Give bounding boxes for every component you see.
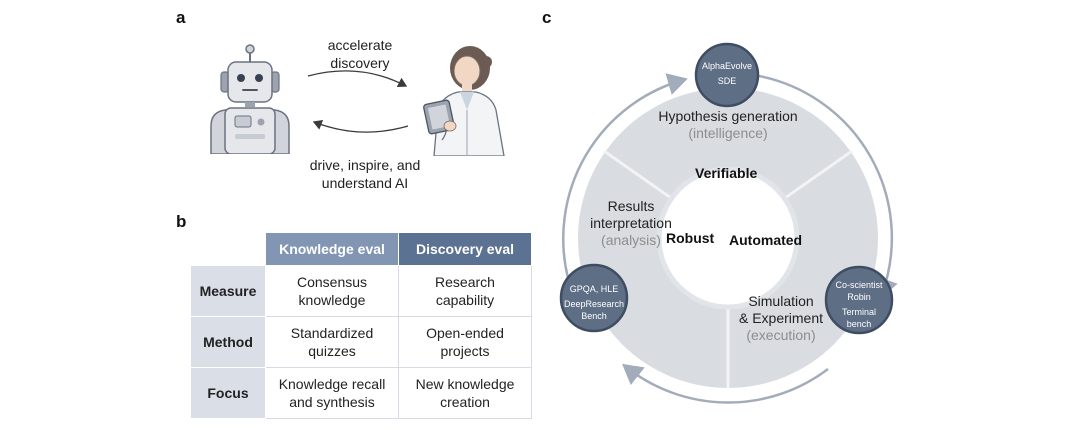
eval-comparison-table: Knowledge eval Discovery eval Measure Co… (190, 232, 532, 419)
cell-line: Open-ended (426, 325, 504, 341)
orbit-arrow-bottom (622, 363, 829, 404)
table-header-row: Knowledge eval Discovery eval (190, 232, 532, 266)
accelerate-discovery-text: accelerate discovery (300, 36, 420, 72)
node-right-text: Co-scientist Robin Terminal bench (819, 279, 899, 330)
stage-title: Hypothesis generation (658, 108, 798, 124)
node-line: GPQA, HLE (569, 284, 619, 294)
orbit-arrow-right (757, 74, 898, 299)
drive-arrow (312, 119, 409, 133)
accelerate-arrow (307, 70, 408, 88)
node-line: Robin (847, 292, 871, 302)
drive-line-2: understand AI (321, 175, 409, 191)
stage-results: Results interpretation (analysis) (576, 198, 686, 249)
table-cell: Standardized quizzes (265, 316, 399, 368)
discovery-cycle-diagram (559, 42, 898, 404)
node-left-text: GPQA, HLE DeepResearch Bench (554, 283, 634, 322)
cell-line: Knowledge recall (278, 376, 386, 392)
table-row: Focus Knowledge recall and synthesis New… (190, 367, 532, 419)
node-coscientist (824, 265, 894, 335)
stage-subtitle: (intelligence) (688, 125, 768, 141)
core-circle (656, 166, 800, 310)
panel-b-label: b (176, 212, 187, 231)
stage-hypothesis: Hypothesis generation (intelligence) (643, 108, 813, 142)
stage-subtitle: (analysis) (601, 232, 661, 248)
drive-line-1: drive, inspire, and (309, 157, 421, 173)
panel-c-label: c (542, 8, 552, 27)
core-robust: Robust (666, 230, 715, 246)
cell-line: capability (435, 292, 495, 308)
table-row: Measure Consensus knowledge Research cap… (190, 265, 532, 317)
table-cell: Consensus knowledge (265, 265, 399, 317)
cell-line: Consensus (296, 274, 368, 290)
accelerate-line-2: discovery (330, 55, 390, 71)
node-line: Bench (581, 311, 607, 321)
row-header-focus: Focus (190, 367, 266, 419)
cell-line: Research (435, 274, 495, 290)
table-cell: Research capability (398, 265, 532, 317)
panel-a-label: a (176, 8, 186, 27)
cell-line: knowledge (298, 292, 366, 308)
row-header-method: Method (190, 316, 266, 368)
cell-line: creation (440, 394, 490, 410)
node-line: Terminal (841, 307, 876, 317)
orbit-arrow-left (562, 73, 688, 279)
scientist-icon (423, 46, 505, 156)
accelerate-line-1: accelerate (327, 37, 393, 53)
stage-subtitle: (execution) (746, 327, 816, 343)
knowledge-eval-header: Knowledge eval (265, 232, 399, 266)
node-line: SDE (717, 76, 737, 86)
node-line: AlphaEvolve (701, 61, 753, 71)
exchange-arrows (307, 70, 409, 133)
stage-title: Simulation (748, 293, 814, 309)
table-row: Method Standardized quizzes Open-ended p… (190, 316, 532, 368)
cell-line: Standardized (290, 325, 374, 341)
drive-inspire-text: drive, inspire, and understand AI (280, 156, 450, 192)
stage-title: Results (607, 198, 655, 214)
cell-line: quizzes (308, 343, 356, 359)
discovery-eval-header: Discovery eval (398, 232, 532, 266)
node-line: bench (846, 319, 872, 329)
cell-line: and synthesis (289, 394, 375, 410)
stage-title: interpretation (590, 215, 672, 231)
stage-title: & Experiment (738, 310, 824, 326)
core-automated: Automated (729, 232, 803, 248)
table-cell: New knowledge creation (398, 367, 532, 419)
node-line: Co-scientist (835, 280, 883, 290)
table-cell: Knowledge recall and synthesis (265, 367, 399, 419)
node-top-text: AlphaEvolve SDE (687, 60, 767, 87)
node-gpqa (559, 263, 629, 333)
stage-simulation: Simulation & Experiment (execution) (726, 293, 836, 344)
cell-line: projects (440, 343, 490, 359)
core-verifiable: Verifiable (695, 165, 758, 181)
table-corner-cell (190, 232, 266, 266)
cell-line: New knowledge (415, 376, 515, 392)
table-cell: Open-ended projects (398, 316, 532, 368)
row-header-measure: Measure (190, 265, 266, 317)
node-line: DeepResearch (563, 299, 625, 309)
node-alphaevolve (694, 42, 760, 108)
robot-icon (210, 44, 290, 154)
